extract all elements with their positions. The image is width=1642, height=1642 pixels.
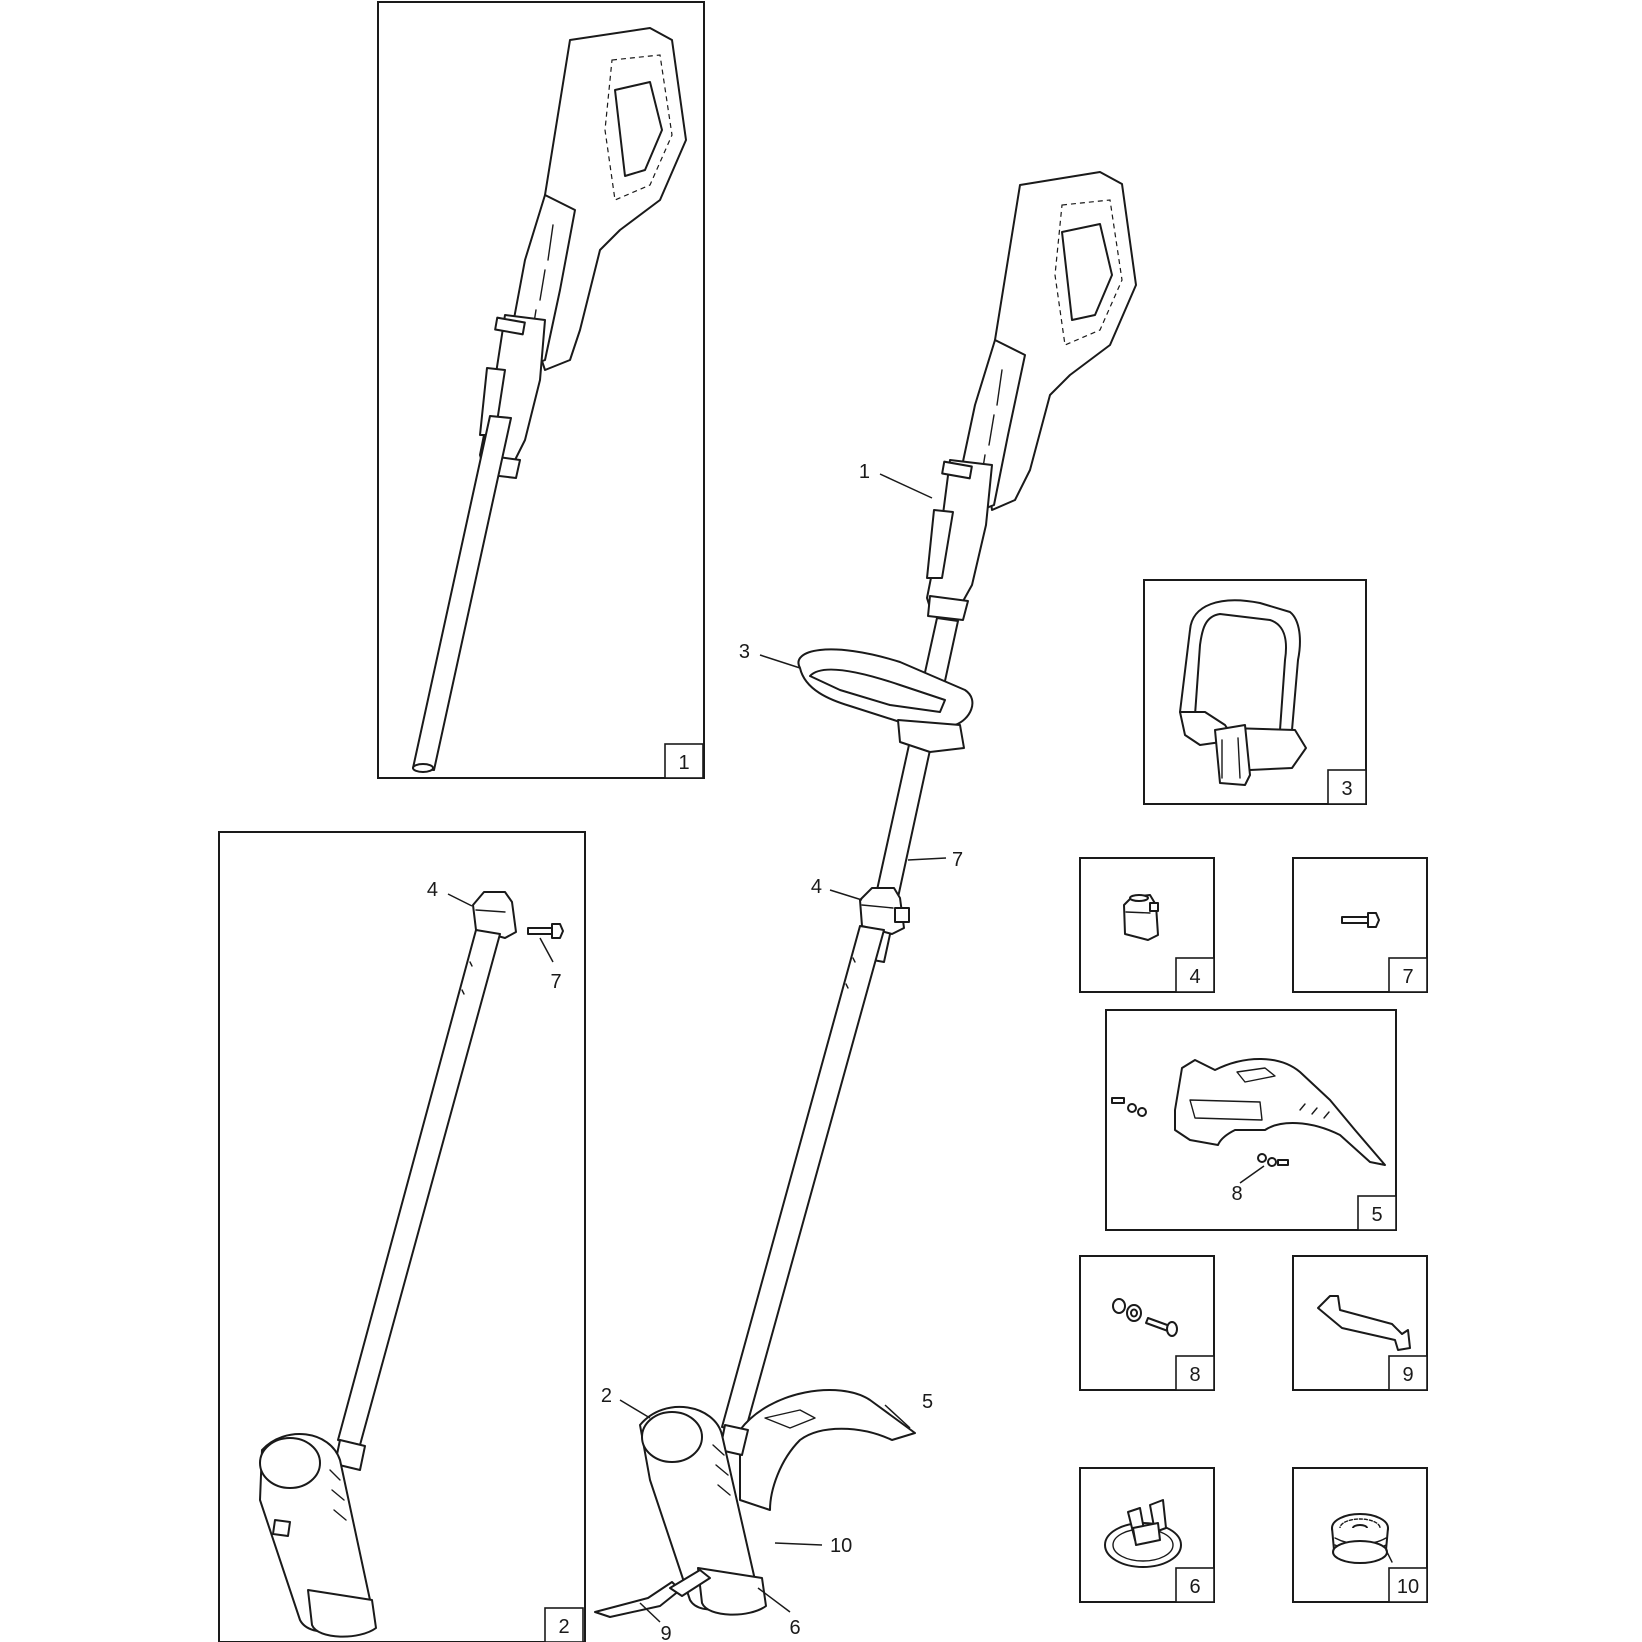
detail-box-6: 6 [1079,1467,1215,1603]
handle-assembly-drawing [412,27,687,773]
bolt-detail [1341,912,1380,928]
box-7-number: 7 [1402,966,1413,988]
main-clamp [859,887,910,935]
box-8-number: 8 [1189,1364,1200,1386]
box-5-number: 5 [1371,1204,1382,1226]
bolt-in-box-2 [527,923,564,939]
main-assembly [594,171,1137,1618]
screw-washer-set-b [1257,1153,1289,1167]
detail-box-1: 1 [377,1,705,779]
box-2-callout-4: 4 [427,879,438,901]
box-5-callout-8: 8 [1231,1183,1242,1205]
callout-clamp: 4 [811,876,822,898]
detail-box-3: 3 [1143,579,1367,805]
box-2-callout-7: 7 [550,971,561,993]
edge-guide-detail [1317,1295,1411,1351]
callout-spool-cap: 6 [789,1617,800,1639]
callout-front-handle: 3 [739,641,750,663]
box-6-number: 6 [1189,1576,1200,1598]
main-handle-assembly [926,171,1137,621]
box-4-number: 4 [1189,966,1200,988]
detail-box-2: 4 7 2 [218,831,586,1642]
spool-cap-detail [1104,1499,1182,1568]
front-handle-detail [1179,599,1307,786]
box-9-number: 9 [1402,1364,1413,1386]
clamp-detail [1123,894,1159,941]
box-1-number: 1 [678,752,689,774]
callout-motor-housing: 2 [601,1385,612,1407]
detail-box-4: 4 [1079,857,1215,993]
callout-handle-assembly: 1 [859,461,870,483]
box-10-number: 10 [1397,1576,1419,1598]
detail-box-8: 8 [1079,1255,1215,1391]
callout-edge-guide: 9 [660,1623,671,1642]
callout-spool: 10 [830,1535,852,1557]
main-callouts: 1 3 4 7 2 5 10 6 9 [601,461,963,1642]
detail-box-5: 8 5 [1105,1009,1397,1231]
callout-guard: 5 [922,1391,933,1413]
guard-detail [1174,1058,1386,1166]
detail-box-10: 10 [1292,1467,1428,1603]
spool-detail [1331,1513,1393,1564]
screw-washer-set-a [1111,1097,1147,1117]
main-motor-housing [639,1406,767,1616]
motor-shaft-drawing [259,891,564,1638]
screw-washer-detail [1112,1298,1178,1337]
detail-box-9: 9 [1292,1255,1428,1391]
callout-bolt: 7 [952,849,963,871]
detail-box-7: 7 [1292,857,1428,993]
box-3-number: 3 [1341,778,1352,800]
main-front-handle [797,648,974,753]
box-2-number: 2 [558,1616,569,1638]
main-guard [739,1389,916,1511]
